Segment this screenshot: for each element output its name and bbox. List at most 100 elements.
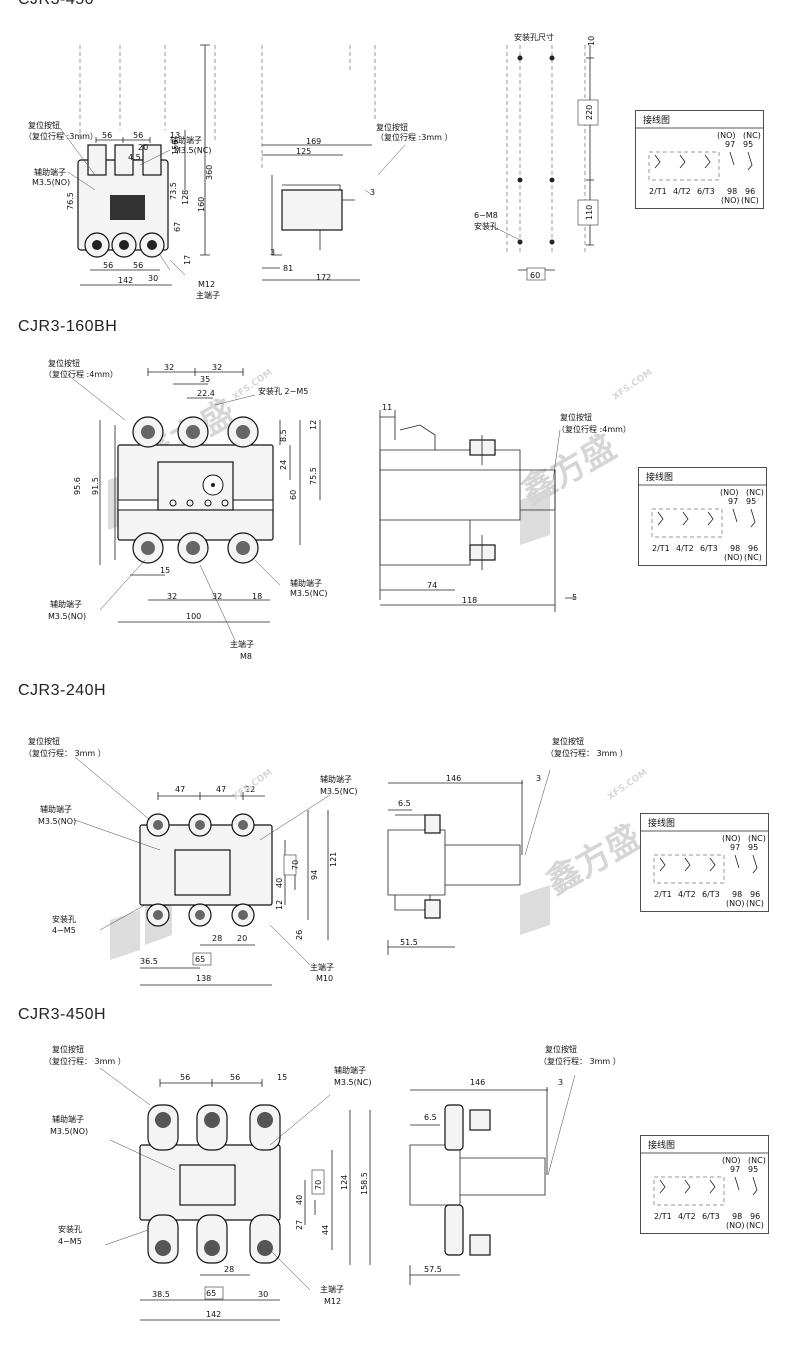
s2-aux-no: M3.5(NO) — [48, 612, 86, 621]
s4-mount-label: 安装孔 — [58, 1224, 82, 1234]
wiring-3-97: 97 — [730, 843, 740, 852]
s1-dim-169: 169 — [306, 137, 321, 146]
wiring-4-nc2: (NC) — [746, 1221, 764, 1230]
s2-dim-32a: 32 — [164, 363, 174, 372]
s1-aux-no-label: 辅助端子 — [34, 167, 66, 177]
wiring-1-t2: 4/T2 — [673, 187, 691, 196]
s3-dim-40: 40 — [275, 878, 284, 888]
s3-dim-94: 94 — [310, 870, 319, 880]
wiring-2-t1: 2/T1 — [652, 544, 670, 553]
s1-dim-220: 220 — [585, 105, 594, 120]
wiring-diagram-4: 接线图 (NO) (NC) 97 95 2/T1 4/T2 6/T3 98 96… — [640, 1135, 769, 1234]
wiring-4-title: 接线图 — [648, 1139, 675, 1151]
s2-dim-12: 12 — [309, 420, 318, 430]
s1-side-travel: （复位行程 :3mm ） — [376, 132, 452, 142]
s4-main-size: M12 — [324, 1297, 341, 1306]
s4-dim-158-5: 158.5 — [360, 1172, 369, 1195]
s3-reset: 复位按钮 — [28, 736, 60, 746]
s1-dim-110: 110 — [585, 205, 594, 220]
watermark-domain-1: XFS.COM — [231, 368, 275, 403]
wiring-4-t2: 4/T2 — [678, 1212, 696, 1221]
cjr3-240h-side-view: 鑫方盛 复位按钮 （复位行程： 3mm ） 146 3 6.5 51.5 — [387, 736, 648, 955]
watermark-domain-4: XFS.COM — [606, 768, 650, 803]
wiring-3-95: 95 — [748, 843, 758, 852]
s2-side-travel: （复位行程 :4mm） — [557, 424, 631, 434]
wiring-diagram-2: 接线图 (NO) (NC) 97 95 2/T1 4/T2 6/T3 98 96… — [638, 467, 767, 566]
s2-dim-75-5: 75.5 — [309, 467, 318, 485]
s1-dim-56a: 56 — [102, 131, 112, 140]
wiring-3-98: 98 — [732, 890, 742, 899]
watermark-domain-3: XFS.COM — [231, 768, 275, 803]
s4-dim-3: 3 — [558, 1078, 563, 1087]
s3-dim-6-5: 6.5 — [398, 799, 411, 808]
wiring-4-no2: (NO) — [726, 1221, 745, 1230]
s1-dim-3a: 3 — [370, 188, 375, 197]
s2-dim-91-5: 91.5 — [91, 477, 100, 495]
wiring-4-no: (NO) — [722, 1156, 741, 1165]
s2-side-reset: 复位按钮 — [560, 412, 592, 422]
s1-dim-20: 20 — [138, 143, 148, 152]
s2-dim-22-4: 22.4 — [197, 389, 215, 398]
s4-dim-56a: 56 — [180, 1073, 190, 1082]
s1-dim-13: 13 — [170, 131, 180, 140]
wiring-1-title: 接线图 — [643, 114, 670, 126]
s2-aux-nc: M3.5(NC) — [290, 589, 327, 598]
s1-dim-73-5: 73.5 — [169, 182, 178, 200]
s2-reset: 复位按钮 — [48, 358, 80, 368]
s3-dim-36-5: 36.5 — [140, 957, 158, 966]
s4-aux-nc-label: 辅助端子 — [334, 1065, 366, 1075]
s4-dim-27: 27 — [295, 1220, 304, 1230]
s1-dim-156: 156 — [171, 140, 180, 155]
s3-reset-travel: （复位行程： 3mm ） — [24, 748, 106, 758]
s4-side-travel: （复位行程： 3mm ） — [539, 1056, 621, 1066]
s2-dim-95-6: 95.6 — [73, 477, 82, 495]
wiring-2-t3: 6/T3 — [700, 544, 718, 553]
s2-dim-5: 5 — [572, 593, 577, 602]
s2-dim-8-5: 8.5 — [279, 429, 288, 442]
watermark-domain-2: XFS.COM — [611, 368, 655, 403]
s3-main-size: M10 — [316, 974, 333, 983]
section-title-cjr3-240h: CJR3-240H — [18, 682, 107, 699]
wiring-1-97: 97 — [725, 140, 735, 149]
s2-aux-nc-label: 辅助端子 — [290, 578, 322, 588]
s3-dim-3: 3 — [536, 774, 541, 783]
s4-dim-30: 30 — [258, 1290, 268, 1299]
s2-dim-15: 15 — [160, 566, 170, 575]
wiring-4-96: 96 — [750, 1212, 760, 1221]
wiring-1-98: 98 — [727, 187, 737, 196]
wiring-1-no2: (NO) — [721, 196, 740, 205]
s3-mount-label: 安装孔 — [52, 914, 76, 924]
wiring-4-97: 97 — [730, 1165, 740, 1174]
s4-dim-124: 124 — [340, 1175, 349, 1190]
s4-side-reset: 复位按钮 — [545, 1044, 577, 1054]
s1-reset-travel: （复位行程 :3mm） — [24, 131, 98, 141]
wiring-3-nc2: (NC) — [746, 899, 764, 908]
s3-dim-26: 26 — [295, 930, 304, 940]
cjr3-450-mounting-view: 安装孔尺寸 10 220 110 60 6−M8 安装孔 — [474, 32, 599, 281]
wiring-1-t3: 6/T3 — [697, 187, 715, 196]
wiring-4-nc: (NC) — [748, 1156, 766, 1165]
s1-mount-size-label: 安装孔尺寸 — [514, 32, 554, 42]
s1-main-size: M12 — [198, 280, 215, 289]
s1-dim-160: 160 — [197, 197, 206, 212]
s4-dim-70: 70 — [314, 1180, 323, 1190]
wiring-2-nc: (NC) — [746, 488, 764, 497]
s2-dim-118: 118 — [462, 596, 477, 605]
cjr3-240h-front-view: 复位按钮 （复位行程： 3mm ） 47 47 22 辅助端子 M3.5(NC)… — [24, 736, 357, 986]
s4-dim-44: 44 — [321, 1225, 330, 1235]
s4-mount-size: 4−M5 — [58, 1237, 82, 1246]
s4-aux-nc: M3.5(NC) — [334, 1078, 371, 1087]
s1-dim-128: 128 — [181, 190, 190, 205]
s3-aux-no-label: 辅助端子 — [40, 804, 72, 814]
s3-dim-47a: 47 — [175, 785, 185, 794]
s3-side-reset: 复位按钮 — [552, 736, 584, 746]
s2-aux-no-label: 辅助端子 — [50, 599, 82, 609]
wiring-2-no: (NO) — [720, 488, 739, 497]
s4-dim-146: 146 — [470, 1078, 485, 1087]
s3-dim-47b: 47 — [216, 785, 226, 794]
wiring-4-95: 95 — [748, 1165, 758, 1174]
wiring-1-95: 95 — [743, 140, 753, 149]
s2-dim-100: 100 — [186, 612, 201, 621]
s4-dim-6-5: 6.5 — [424, 1113, 437, 1122]
